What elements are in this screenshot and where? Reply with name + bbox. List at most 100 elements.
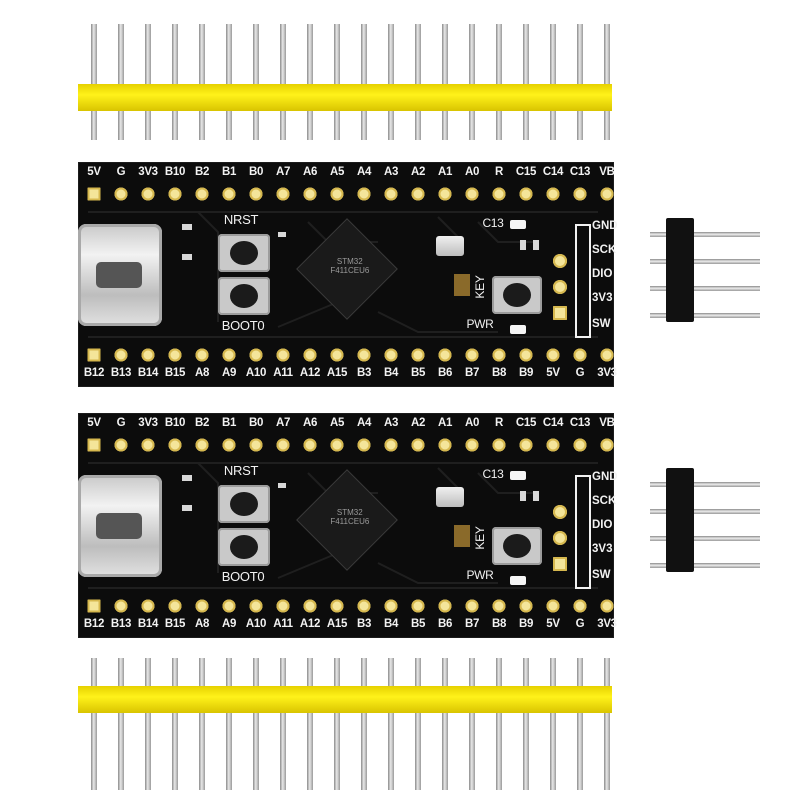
pin-label: B10 xyxy=(164,417,186,429)
header-pin xyxy=(442,658,448,790)
pin-label: B14 xyxy=(137,367,159,379)
pin-label: A12 xyxy=(299,367,321,379)
header-pin xyxy=(650,509,760,514)
pin-pad xyxy=(168,348,182,362)
header-pin xyxy=(650,313,760,318)
header-pin xyxy=(388,658,394,790)
boot0-button xyxy=(218,277,270,315)
pin-label: VB xyxy=(599,166,615,178)
pin-pad xyxy=(573,348,587,362)
pin-label: B10 xyxy=(164,166,186,178)
pin-label: A10 xyxy=(245,618,267,630)
smd-component xyxy=(182,224,192,230)
pin-pad xyxy=(87,187,101,201)
pin-label: A3 xyxy=(383,417,399,429)
pin-label: B13 xyxy=(110,618,132,630)
pin-pad xyxy=(465,187,479,201)
header-pin xyxy=(334,24,340,140)
crystal-oscillator xyxy=(436,236,464,256)
nrst-button xyxy=(218,234,270,272)
key-button xyxy=(492,527,542,565)
swd-label: DIO xyxy=(592,519,613,531)
c13-led xyxy=(510,220,526,229)
pin-label: R xyxy=(494,417,504,429)
pin-pad xyxy=(141,187,155,201)
swd-pad xyxy=(553,254,567,268)
pin-pad xyxy=(114,599,128,613)
pin-pad xyxy=(249,438,263,452)
pin-label: A5 xyxy=(329,166,345,178)
key-label: KEY xyxy=(473,275,487,299)
pin-pad xyxy=(546,438,560,452)
pin-label: A15 xyxy=(326,367,348,379)
pin-label: C13 xyxy=(569,166,591,178)
pcb-trace xyxy=(197,462,219,573)
pcb-trace xyxy=(277,301,339,328)
pin-label: 3V3 xyxy=(597,618,617,630)
c13-led-label: C13 xyxy=(482,467,504,481)
pin-label: A9 xyxy=(221,367,237,379)
pin-label: B7 xyxy=(464,367,480,379)
pin-pad xyxy=(519,599,533,613)
pin-pad xyxy=(222,187,236,201)
pin-pad xyxy=(546,599,560,613)
swd-pin-header-1 xyxy=(650,218,765,323)
pin-pad xyxy=(519,438,533,452)
button-cap xyxy=(503,283,531,307)
pin-label: G xyxy=(575,367,585,379)
header-pin xyxy=(650,286,760,291)
pin-label: A2 xyxy=(410,417,426,429)
pin-label: B2 xyxy=(194,417,210,429)
pwr-led xyxy=(510,576,526,585)
header-pin xyxy=(361,24,367,140)
header-pin xyxy=(118,658,124,790)
pin-pad xyxy=(249,348,263,362)
pcb-trace xyxy=(377,562,498,584)
pin-label: A11 xyxy=(273,618,293,630)
header-pin xyxy=(199,24,205,140)
header-pin xyxy=(469,658,475,790)
pin-label: 5V xyxy=(87,417,101,429)
pin-label: B0 xyxy=(248,166,264,178)
usb-c-connector xyxy=(78,224,162,326)
pin-pad xyxy=(168,187,182,201)
pin-label: A10 xyxy=(245,367,267,379)
header-pin xyxy=(361,658,367,790)
pin-label: B2 xyxy=(194,166,210,178)
pin-label: B14 xyxy=(137,618,159,630)
header-pin xyxy=(172,658,178,790)
swd-pin-header-2 xyxy=(650,468,765,573)
swd-pad xyxy=(553,280,567,294)
usb-c-slot xyxy=(96,262,142,288)
pin-label: B6 xyxy=(437,367,453,379)
pin-pad xyxy=(411,599,425,613)
pin-label: R xyxy=(494,166,504,178)
pin-pad xyxy=(330,438,344,452)
chip-marking: STM32 F411CEU6 xyxy=(330,508,370,527)
pin-label: A3 xyxy=(383,166,399,178)
pin-label: B9 xyxy=(518,367,534,379)
pcb-trace xyxy=(277,552,339,579)
pin-pad xyxy=(384,438,398,452)
pin-pad xyxy=(168,438,182,452)
pin-pad xyxy=(303,438,317,452)
pin-label: A0 xyxy=(464,417,480,429)
pin-pad xyxy=(492,599,506,613)
header-pin xyxy=(415,658,421,790)
button-cap xyxy=(230,535,258,559)
pin-label: A9 xyxy=(221,618,237,630)
pin-label: B6 xyxy=(437,618,453,630)
pin-pad xyxy=(573,438,587,452)
pin-pad xyxy=(492,348,506,362)
bottom-pin-header xyxy=(0,650,800,800)
smd-component xyxy=(533,491,539,501)
pwr-led xyxy=(510,325,526,334)
pin-label: A1 xyxy=(437,166,453,178)
pin-label: A2 xyxy=(410,166,426,178)
pin-label: B9 xyxy=(518,618,534,630)
header-pin xyxy=(650,536,760,541)
pin-pad xyxy=(276,187,290,201)
header-pin xyxy=(523,658,529,790)
swd-pad xyxy=(553,531,567,545)
swd-label: SCK xyxy=(592,495,617,507)
